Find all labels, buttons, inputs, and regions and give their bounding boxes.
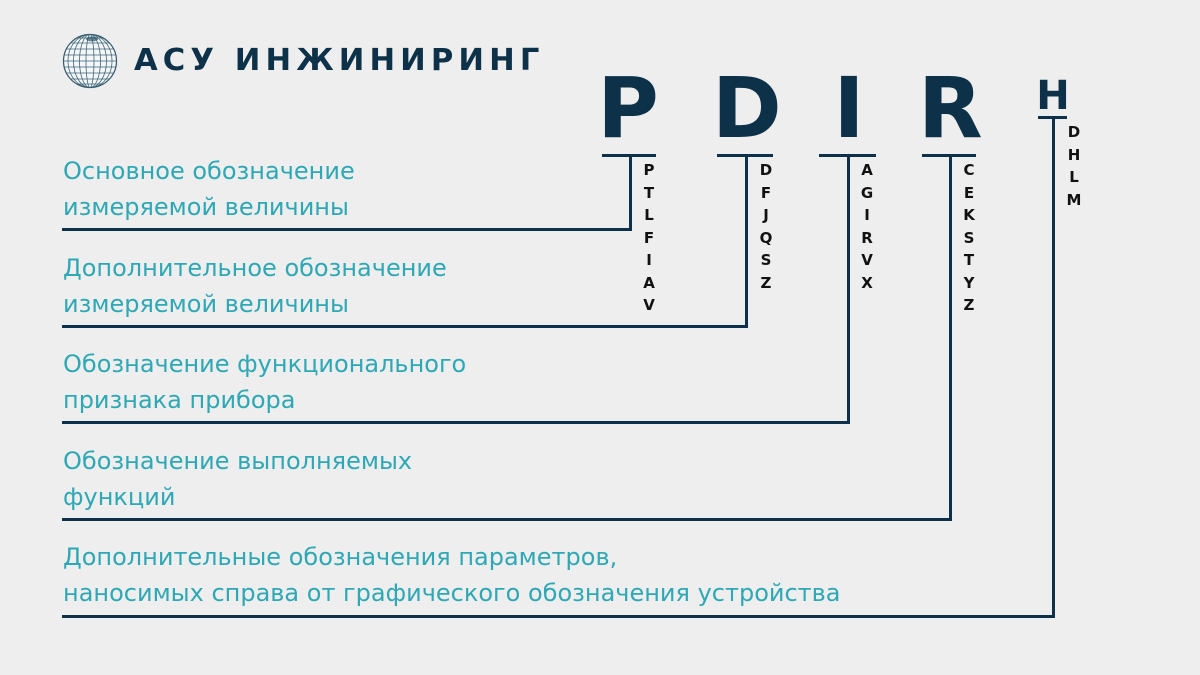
option: I	[646, 251, 652, 269]
option: V	[861, 251, 873, 269]
underline-functions	[62, 518, 952, 521]
option: C	[963, 161, 975, 179]
option: Y	[963, 273, 975, 292]
option: Q	[759, 228, 773, 247]
code-letter-r: R	[918, 59, 983, 157]
options-h: D H L M	[1066, 121, 1082, 211]
company-name: АСУ ИНЖИНИРИНГ	[134, 43, 545, 78]
option: K	[963, 206, 975, 224]
desc-functional-feature: Обозначение функционального признака при…	[63, 350, 467, 414]
underline-additional-params	[62, 615, 1055, 618]
options-d: D F J Q S Z	[758, 159, 774, 294]
desc-main-quantity: Основное обозначение измеряемой величины	[63, 157, 355, 221]
option: T	[963, 251, 975, 269]
desc-functions: Обозначение выполняемых функций	[63, 447, 413, 511]
option: E	[963, 183, 975, 202]
desc-additional-quantity: Дополнительное обозначение измеряемой ве…	[63, 254, 447, 318]
underline-additional-quantity	[62, 325, 748, 328]
desc-additional-params: Дополнительные обозначения параметров, н…	[63, 543, 841, 607]
connector-p-vertical	[629, 154, 632, 231]
code-letter-p: P	[597, 59, 659, 157]
option: L	[1069, 168, 1079, 186]
options-p: P T L F I A V	[641, 159, 657, 317]
option: D	[759, 161, 773, 179]
option: S	[963, 228, 975, 247]
option: A	[861, 161, 873, 179]
connector-r-vertical	[949, 154, 952, 521]
option: R	[861, 228, 873, 247]
option: A	[643, 273, 655, 292]
code-letter-h: H	[1036, 73, 1070, 119]
code-letter-d: D	[712, 59, 782, 157]
underline-main-quantity	[62, 228, 632, 231]
option: V	[643, 296, 655, 314]
option: J	[763, 206, 769, 224]
option: P	[643, 161, 655, 179]
option: G	[860, 183, 874, 202]
code-letter-i: I	[833, 59, 865, 157]
option: M	[1066, 190, 1082, 209]
connector-i-vertical	[847, 154, 850, 424]
option: D	[1067, 123, 1081, 141]
option: I	[864, 206, 870, 224]
option: H	[1067, 145, 1081, 164]
options-r: C E K S T Y Z	[961, 159, 977, 317]
globe-icon	[62, 33, 118, 89]
option: X	[861, 273, 873, 292]
option: Z	[963, 296, 975, 314]
connector-d-vertical	[745, 154, 748, 328]
option: F	[760, 183, 772, 202]
option: Z	[760, 273, 772, 292]
connector-h-vertical	[1052, 116, 1055, 618]
option: L	[644, 206, 654, 224]
options-i: A G I R V X	[859, 159, 875, 294]
option: T	[643, 183, 655, 202]
underline-functional-feature	[62, 421, 850, 424]
option: S	[760, 251, 772, 269]
option: F	[643, 228, 655, 247]
